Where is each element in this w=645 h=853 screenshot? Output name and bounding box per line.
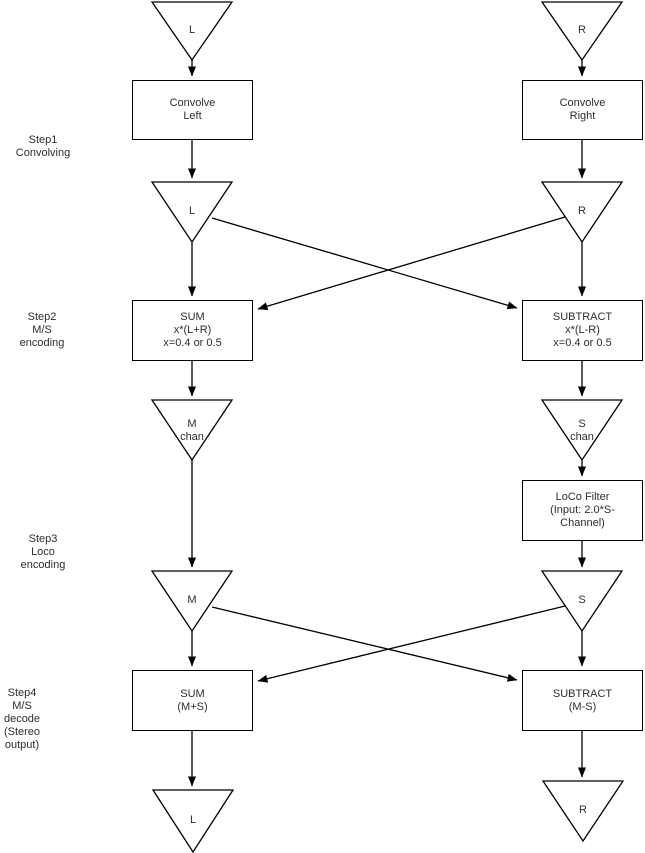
convolve-left-box: Convolve Left xyxy=(132,80,253,140)
step4-label: Step4 M/S decode (Stereo output) xyxy=(3,687,41,751)
arrow-S-to-sumdecode-cross xyxy=(257,605,566,683)
side-channel-triangle xyxy=(540,399,624,462)
output-left-triangle xyxy=(151,789,235,853)
subtract-decode-box: SUBTRACT (M-S) xyxy=(522,670,643,731)
mid-channel-triangle xyxy=(150,399,234,462)
step3-label: Step3 Loco encoding xyxy=(20,533,66,571)
sum-encode-box: SUM x*(L+R) x=0.4 or 0.5 xyxy=(132,300,253,361)
sum-decode-box: SUM (M+S) xyxy=(132,670,253,731)
step2-label: Step2 M/S encoding xyxy=(19,311,65,349)
input-right-triangle xyxy=(540,1,624,62)
convolve-right-box: Convolve Right xyxy=(522,80,643,140)
step1-label: Step1 Convolving xyxy=(15,134,71,159)
convolved-right-triangle xyxy=(540,181,624,244)
arrow-R-to-sum-cross xyxy=(257,216,566,311)
convolved-left-triangle xyxy=(150,181,234,244)
input-left-triangle xyxy=(150,1,234,62)
loco-filter-box: LoCo Filter (Input: 2.0*S- Channel) xyxy=(522,480,643,541)
output-right-triangle xyxy=(541,780,625,843)
subtract-encode-box: SUBTRACT x*(L-R) x=0.4 or 0.5 xyxy=(522,300,643,361)
arrow-M-to-subtractdecode-cross xyxy=(211,606,518,682)
side-encoded-triangle xyxy=(540,570,624,633)
arrow-L-to-subtract-cross xyxy=(211,217,518,310)
mid-encoded-triangle xyxy=(150,570,234,633)
